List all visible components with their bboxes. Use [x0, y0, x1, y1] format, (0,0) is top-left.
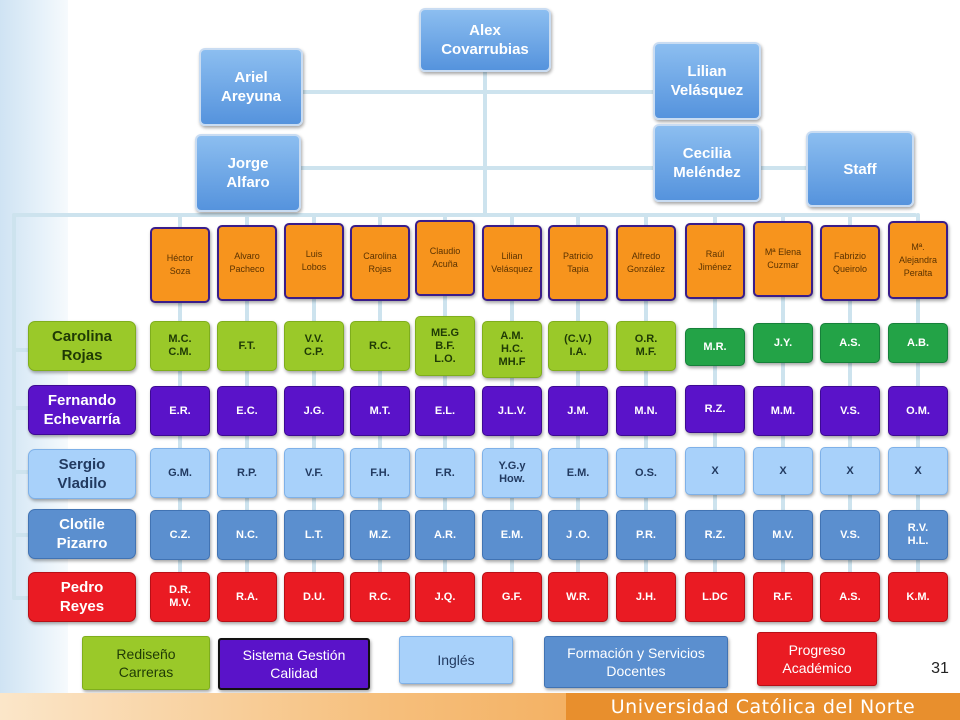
- initials-cell: M.C. C.M.: [150, 321, 210, 371]
- initials-cell: A.M. H.C. MH.F: [482, 321, 542, 378]
- area-leader-label: Carolina Rojas: [28, 321, 136, 371]
- initials-cell: J.M.: [548, 386, 608, 436]
- legend-box: Progreso Académico: [757, 632, 877, 686]
- initials-cell: J.Y.: [753, 323, 813, 363]
- initials-cell: E.L.: [415, 386, 475, 436]
- initials-cell: K.M.: [888, 572, 948, 622]
- area-leader-label: Sergio Vladilo: [28, 449, 136, 499]
- initials-cell: O.R. M.F.: [616, 321, 676, 371]
- initials-cell: R.A.: [217, 572, 277, 622]
- coordinator-name-box: Lilian Velásquez: [482, 225, 542, 301]
- initials-cell: V.S.: [820, 510, 880, 560]
- initials-cell: E.M.: [482, 510, 542, 560]
- coordinator-name-box: Mª Elena Cuzmar: [753, 221, 813, 297]
- initials-cell: V.S.: [820, 386, 880, 436]
- initials-cell: N.C.: [217, 510, 277, 560]
- initials-cell: A.B.: [888, 323, 948, 363]
- initials-cell: J .O.: [548, 510, 608, 560]
- coordinator-name-box: Carolina Rojas: [350, 225, 410, 301]
- initials-cell: M.T.: [350, 386, 410, 436]
- initials-cell: C.Z.: [150, 510, 210, 560]
- coordinator-name-box: Alvaro Pacheco: [217, 225, 277, 301]
- footer-block: [566, 693, 960, 720]
- coordinator-name-box: Claudio Acuña: [415, 220, 475, 296]
- initials-cell: (C.V.) I.A.: [548, 321, 608, 371]
- initials-cell: O.S.: [616, 448, 676, 498]
- coordinator-name-box: Raúl Jiménez: [685, 223, 745, 299]
- initials-cell: X: [820, 447, 880, 495]
- initials-cell: F.T.: [217, 321, 277, 371]
- initials-cell: R.F.: [753, 572, 813, 622]
- initials-cell: R.Z.: [685, 385, 745, 433]
- initials-cell: E.R.: [150, 386, 210, 436]
- initials-cell: X: [753, 447, 813, 495]
- page-number: 31: [931, 660, 949, 677]
- advisor-left-box: Ariel Areyuna: [199, 48, 303, 126]
- initials-cell: X: [888, 447, 948, 495]
- legend-box: Rediseño Carreras: [82, 636, 210, 690]
- area-leader-label: Clotile Pizarro: [28, 509, 136, 559]
- initials-cell: M.N.: [616, 386, 676, 436]
- initials-cell: O.M.: [888, 386, 948, 436]
- footer-text: Universidad Católica del Norte: [610, 695, 916, 718]
- initials-cell: L.T.: [284, 510, 344, 560]
- coordinator-name-box: Mª. Alejandra Peralta: [888, 221, 948, 299]
- initials-cell: W.R.: [548, 572, 608, 622]
- initials-cell: ME.G B.F. L.O.: [415, 316, 475, 376]
- initials-cell: V.F.: [284, 448, 344, 498]
- coordinator-name-box: Héctor Soza: [150, 227, 210, 303]
- coordinator-name-box: Alfredo González: [616, 225, 676, 301]
- area-leader-label: Pedro Reyes: [28, 572, 136, 622]
- initials-cell: R.C.: [350, 321, 410, 371]
- coordinator-name-box: Patricio Tapia: [548, 225, 608, 301]
- initials-cell: R.P.: [217, 448, 277, 498]
- initials-cell: F.H.: [350, 448, 410, 498]
- initials-cell: A.S.: [820, 572, 880, 622]
- initials-cell: J.L.V.: [482, 386, 542, 436]
- initials-cell: E.M.: [548, 448, 608, 498]
- coordinator-name-box: Fabrizio Queirolo: [820, 225, 880, 301]
- initials-cell: R.V. H.L.: [888, 510, 948, 560]
- director-box: Alex Covarrubias: [419, 8, 551, 72]
- initials-cell: G.F.: [482, 572, 542, 622]
- initials-cell: L.DC: [685, 572, 745, 622]
- initials-cell: P.R.: [616, 510, 676, 560]
- initials-cell: D.U.: [284, 572, 344, 622]
- initials-cell: J.H.: [616, 572, 676, 622]
- initials-cell: F.R.: [415, 448, 475, 498]
- initials-cell: X: [685, 447, 745, 495]
- initials-cell: J.G.: [284, 386, 344, 436]
- initials-cell: M.Z.: [350, 510, 410, 560]
- advisor-right-box: Lilian Velásquez: [653, 42, 761, 120]
- legend-box: Sistema Gestión Calidad: [218, 638, 370, 690]
- legend-box: Formación y Servicios Docentes: [544, 636, 728, 688]
- initials-cell: D.R. M.V.: [150, 572, 210, 622]
- initials-cell: A.S.: [820, 323, 880, 363]
- initials-cell: R.Z.: [685, 510, 745, 560]
- legend-box: Inglés: [399, 636, 513, 684]
- coordinator-left-box: Jorge Alfaro: [195, 134, 301, 212]
- coordinator-right-box: Cecilia Meléndez: [653, 124, 761, 202]
- initials-cell: A.R.: [415, 510, 475, 560]
- initials-cell: R.C.: [350, 572, 410, 622]
- initials-cell: M.V.: [753, 510, 813, 560]
- initials-cell: E.C.: [217, 386, 277, 436]
- initials-cell: Y.G.y How.: [482, 448, 542, 498]
- staff-box: Staff: [806, 131, 914, 207]
- area-leader-label: Fernando Echevarría: [28, 385, 136, 435]
- initials-cell: V.V. C.P.: [284, 321, 344, 371]
- initials-cell: M.R.: [685, 328, 745, 366]
- coordinator-name-box: Luis Lobos: [284, 223, 344, 299]
- initials-cell: M.M.: [753, 386, 813, 436]
- initials-cell: J.Q.: [415, 572, 475, 622]
- initials-cell: G.M.: [150, 448, 210, 498]
